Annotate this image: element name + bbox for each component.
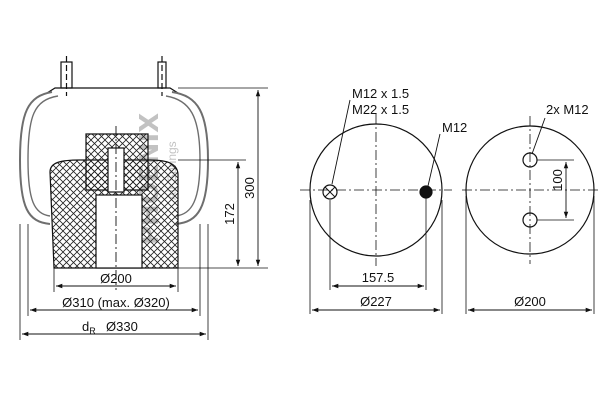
top-plate (46, 87, 179, 94)
air-fitting-hole (322, 184, 338, 200)
dim-100-label: 100 (550, 169, 565, 191)
dim-227-label: Ø227 (360, 294, 392, 309)
dr-label: dR (82, 319, 96, 336)
dim-1575-label: 157.5 (362, 270, 395, 285)
dim-300-label: 300 (242, 177, 257, 199)
dim-200-label: Ø200 (100, 271, 132, 286)
top-plate-view: M12 x 1.5 M22 x 1.5 M12 157.5 Ø227 (300, 86, 467, 314)
dim-330-label: Ø330 (106, 319, 138, 334)
bottom-plate-view: 2x M12 100 Ø200 (462, 102, 598, 314)
air-fitting-cross-b (324, 186, 336, 198)
m12-stud (419, 185, 433, 199)
leader-thread1 (331, 99, 351, 185)
side-view: PHOENIX Air Springs (18, 56, 268, 340)
bottom-thread-label: 2x M12 (546, 102, 589, 117)
dim-310-label: Ø310 (max. Ø320) (62, 295, 170, 310)
thread3-label: M12 (442, 120, 467, 135)
thread1-label: M12 x 1.5 (352, 86, 409, 101)
piston-bore (95, 194, 143, 269)
dim-172-label: 172 (222, 203, 237, 225)
leader-bottom-thread (531, 117, 546, 155)
thread2-label: M22 x 1.5 (352, 102, 409, 117)
dim-b200-label: Ø200 (514, 294, 546, 309)
bellow-outer-left (18, 91, 53, 225)
bellow-inner-left (27, 95, 59, 217)
leader-thread3 (427, 133, 441, 187)
